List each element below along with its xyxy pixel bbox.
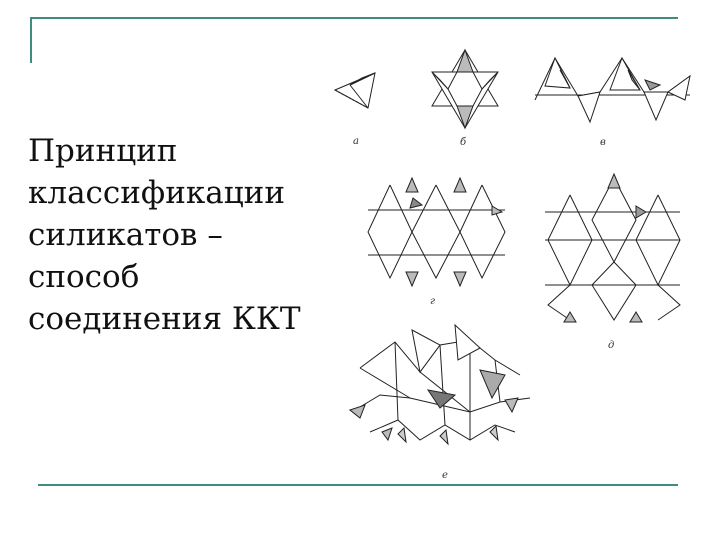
title-line-2: классификации — [28, 175, 285, 211]
title-line-5: соединения ККТ — [28, 301, 301, 337]
title-line-4: способ — [28, 259, 140, 295]
panel-d-ribbon — [367, 176, 506, 288]
panel-e-sheet — [545, 172, 681, 323]
slide-title: Принцип классификации силикатов – способ… — [28, 130, 328, 340]
panel-label-b: б — [460, 137, 467, 148]
panel-a-tetrahedron — [333, 72, 376, 109]
frame-left-line — [30, 17, 32, 63]
title-line-3: силикатов – — [28, 217, 223, 253]
silicate-structures-figure: а б в г — [333, 48, 691, 481]
panel-label-f: е — [442, 470, 448, 481]
panel-label-c: в — [600, 137, 606, 148]
panel-label-d: г — [430, 296, 435, 307]
panel-c-chain — [534, 56, 691, 124]
frame-bottom-line — [38, 484, 678, 486]
title-line-1: Принцип — [28, 133, 178, 169]
frame-top-line — [30, 17, 678, 19]
panel-label-a: а — [353, 136, 359, 147]
panel-f-framework — [348, 323, 531, 446]
panel-label-e: д — [608, 340, 614, 351]
panel-b-ring — [431, 48, 499, 130]
